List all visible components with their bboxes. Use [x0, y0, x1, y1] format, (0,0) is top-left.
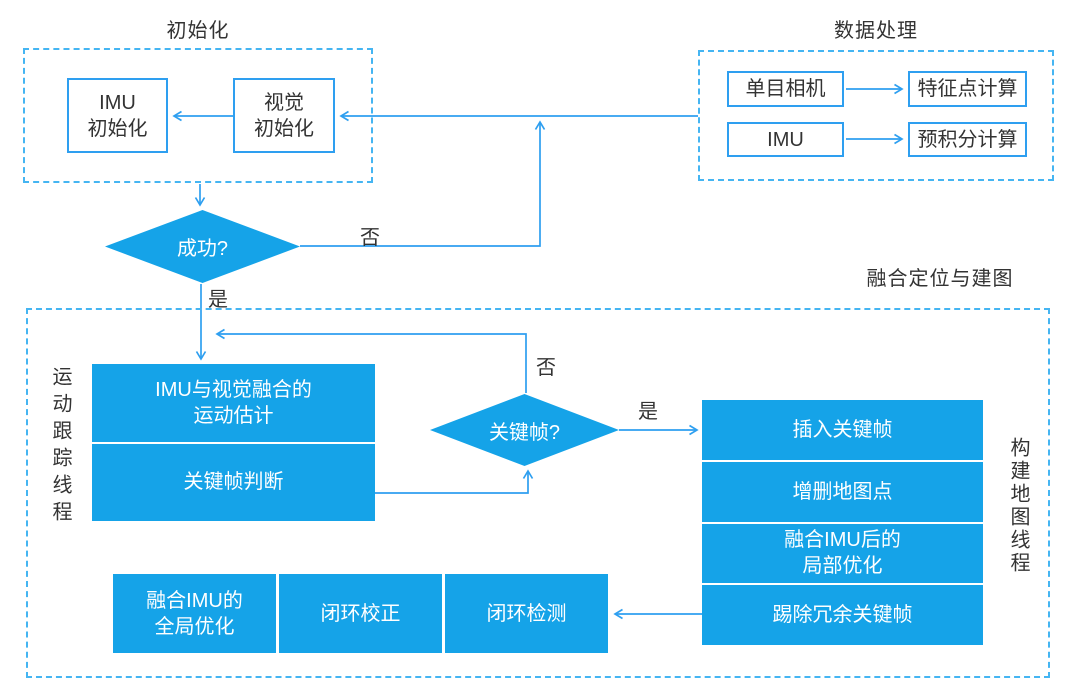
tracking-thread-label: 运动跟踪线程 — [49, 366, 71, 528]
edge-label-success-no: 否 — [360, 227, 380, 249]
node-preintegration: 预积分计算 — [908, 122, 1027, 157]
node-feature-calc: 特征点计算 — [908, 71, 1027, 107]
decision-success: 成功? — [105, 210, 300, 283]
init-group-box — [23, 48, 373, 183]
edge-label-keyframe-yes: 是 — [638, 401, 658, 423]
node-edit-map-points: 增删地图点 — [702, 461, 983, 522]
node-imu-init: IMU 初始化 — [67, 78, 168, 153]
fusion-group-title: 融合定位与建图 — [866, 268, 1014, 290]
mapping-thread-stack: 插入关键帧 增删地图点 融合IMU后的 局部优化 踢除冗余关键帧 — [702, 400, 983, 645]
tracking-thread-stack: IMU与视觉融合的 运动估计 关键帧判断 — [92, 364, 375, 521]
node-imu: IMU — [727, 122, 844, 157]
edge-label-success-yes: 是 — [208, 289, 228, 311]
data-processing-group-box — [698, 50, 1054, 181]
node-visual-init: 视觉 初始化 — [233, 78, 335, 153]
node-keyframe-decision: 关键帧判断 — [92, 443, 375, 521]
fusion-group-box — [26, 308, 1050, 678]
node-loop-correction: 闭环校正 — [279, 574, 442, 653]
node-mono-camera: 单目相机 — [727, 71, 844, 107]
data-processing-group-title: 数据处理 — [834, 20, 918, 42]
node-loop-detection: 闭环检测 — [445, 574, 608, 653]
node-local-optimization: 融合IMU后的 局部优化 — [702, 523, 983, 584]
node-remove-redundant-keyframes: 踢除冗余关键帧 — [702, 585, 983, 645]
init-group-title: 初始化 — [166, 20, 230, 42]
mapping-thread-label: 构建地图线程 — [1007, 437, 1029, 575]
loop-closing-row: 融合IMU的 全局优化 闭环校正 闭环检测 — [113, 574, 608, 653]
node-insert-keyframe: 插入关键帧 — [702, 400, 983, 460]
edge-label-keyframe-no: 否 — [536, 357, 556, 379]
node-global-optimization: 融合IMU的 全局优化 — [113, 574, 276, 653]
node-motion-estimation: IMU与视觉融合的 运动估计 — [92, 364, 375, 442]
